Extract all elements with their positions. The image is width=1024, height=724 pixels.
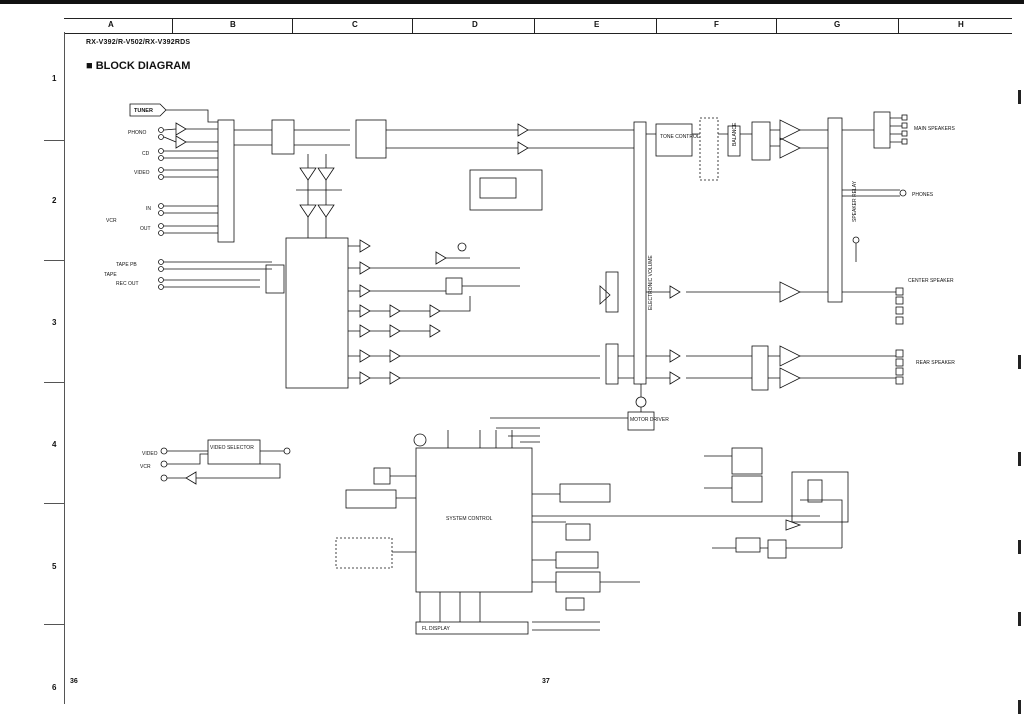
page-number-right: 37: [542, 678, 550, 685]
column-divider: [292, 19, 293, 33]
column-label-g: G: [834, 20, 841, 29]
video-label: VIDEO: [134, 170, 150, 176]
row-divider: [44, 503, 64, 504]
tone-control-label: TONE CONTROL: [660, 134, 700, 140]
balance-label: BALANCE: [732, 122, 738, 146]
buffer-amp-section: [348, 239, 600, 385]
column-label-h: H: [958, 20, 964, 29]
top-border: [0, 0, 1024, 4]
row-label-2: 2: [52, 196, 57, 205]
video-selector-vcr-label: VCR: [140, 464, 151, 470]
motor-driver-label: MOTOR DRIVER: [630, 417, 669, 423]
row-divider: [44, 260, 64, 261]
margin-mark: [1018, 355, 1021, 369]
margin-mark: [1018, 452, 1021, 466]
system-control-label: SYSTEM CONTROL: [446, 516, 493, 522]
row-divider: [44, 140, 64, 141]
margin-mark: [1018, 90, 1021, 104]
margin-mark: [1018, 540, 1021, 554]
model-line: RX-V392/R-V502/RX-V392RDS: [86, 39, 191, 46]
input-selector-section: [234, 119, 350, 389]
system-control-section: [335, 417, 820, 635]
row-label-3: 3: [52, 318, 57, 327]
row-divider: [44, 624, 64, 625]
column-label-d: D: [472, 20, 478, 29]
tuner-label: TUNER: [134, 108, 153, 114]
main-speakers-label: MAIN SPEAKERS: [914, 126, 956, 132]
video-selector-label: VIDEO SELECTOR: [210, 445, 254, 451]
video-section: [160, 439, 291, 485]
vcr-out-label: OUT: [140, 226, 151, 232]
column-divider: [172, 19, 173, 33]
speaker-relay-label: SPEAKER RELAY: [852, 180, 858, 222]
margin-mark: [1018, 700, 1021, 714]
row-axis: [64, 32, 65, 704]
column-divider: [656, 19, 657, 33]
rec-out-label: REC OUT: [116, 281, 139, 287]
row-divider: [44, 382, 64, 383]
column-label-a: A: [108, 20, 114, 29]
column-divider: [412, 19, 413, 33]
column-label-b: B: [230, 20, 236, 29]
rear-speaker-label: REAR SPEAKER: [916, 360, 955, 366]
column-divider: [776, 19, 777, 33]
column-label-f: F: [714, 20, 719, 29]
row-label-4: 4: [52, 440, 57, 449]
row-label-1: 1: [52, 74, 57, 83]
page-title: ■ BLOCK DIAGRAM: [86, 60, 191, 72]
phono-label: PHONO: [128, 130, 146, 136]
page-number-left: 36: [70, 678, 78, 685]
row-label-6: 6: [52, 683, 57, 692]
output-section: [599, 189, 907, 431]
vcr-in-label: IN: [146, 206, 151, 212]
fl-display-label: FL DISPLAY: [422, 626, 450, 632]
center-speaker-label: CENTER SPEAKER: [908, 278, 954, 284]
column-divider: [534, 19, 535, 33]
electronic-volume-label: ELECTRONIC VOLUME: [648, 255, 654, 310]
row-label-5: 5: [52, 562, 57, 571]
column-label-c: C: [352, 20, 358, 29]
column-divider: [898, 19, 899, 33]
power-section: [704, 447, 849, 559]
tape-pb-label: TAPE PB: [116, 262, 137, 268]
column-header-strip: A B C D E F G H: [64, 18, 1012, 34]
column-label-e: E: [594, 20, 600, 29]
input-section: [129, 103, 272, 290]
vcr-label: VCR: [106, 218, 117, 224]
cd-label: CD: [142, 151, 150, 157]
phones-label: PHONES: [912, 192, 934, 198]
video-selector-video-label: VIDEO: [142, 451, 158, 457]
tape-label: TAPE: [104, 272, 117, 278]
margin-mark: [1018, 612, 1021, 626]
tone-section: [355, 111, 908, 385]
